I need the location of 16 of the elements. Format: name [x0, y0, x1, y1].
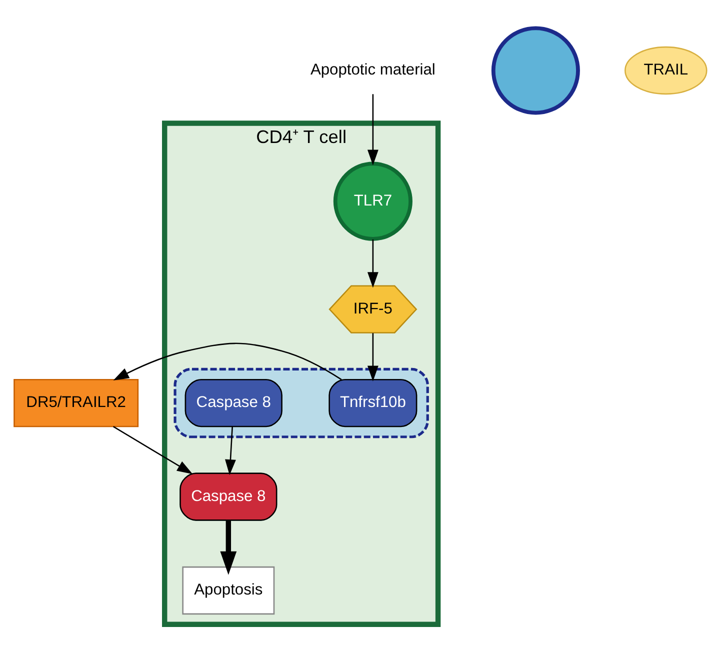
- node-box: DR5/TRAILR2: [13, 378, 138, 428]
- node-circle: TLR7: [332, 162, 412, 241]
- node-box: Tnfrsf10b: [328, 378, 417, 428]
- node-ellipse: TRAIL: [624, 46, 707, 95]
- arrow: [366, 239, 378, 288]
- cluster: [173, 368, 428, 438]
- arrow: [112, 426, 192, 474]
- arrow: [220, 520, 236, 575]
- arrow: [366, 94, 378, 166]
- arrow: [224, 426, 236, 476]
- node-text: Apoptotic material: [310, 62, 435, 79]
- node-circle: [490, 26, 580, 115]
- arrow: [366, 333, 378, 382]
- node-box: Caspase 8: [184, 378, 282, 428]
- node-box: Apoptosis: [182, 566, 274, 615]
- node-box: Caspase 8: [179, 472, 277, 521]
